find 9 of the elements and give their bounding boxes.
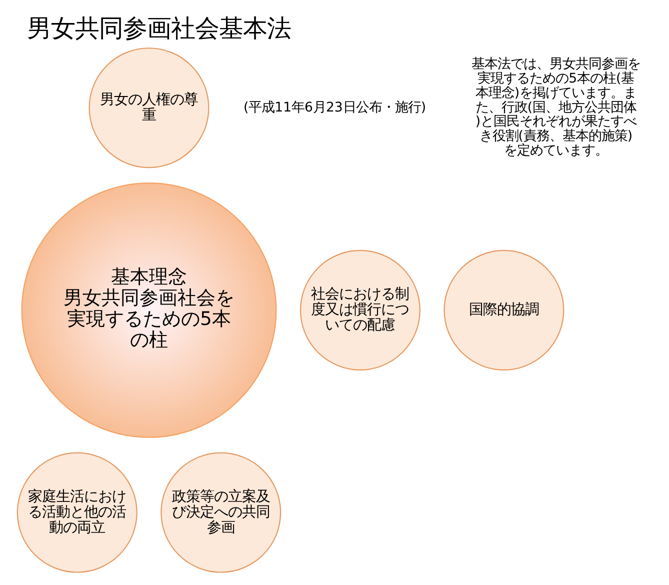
node-circle: 男女の人権の尊重	[88, 48, 210, 168]
node-circle: 政策等の立案及び決定への共同参画	[160, 452, 282, 573]
node-circle: 社会における制度又は慣行についての配慮	[300, 250, 420, 370]
label: (平成11年6月23日公布・施行)	[244, 100, 426, 116]
node-circle: 国際的協調	[444, 250, 564, 370]
diagram-title: 男女共同参画社会基本法	[26, 14, 291, 43]
node-circle: 基本理念 男女共同参画社会を実現するための5本の柱	[21, 182, 277, 438]
label: 基本法では、男女共同参画を実現するための5本の柱(基本理念)を掲げています。また、行政(国、地方公共団体)と国民それぞれが果たすべき役割(責務、基本的施策)を定めています。	[471, 57, 640, 158]
node-circle: 家庭生活における活動と他の活動の両立	[16, 452, 138, 573]
